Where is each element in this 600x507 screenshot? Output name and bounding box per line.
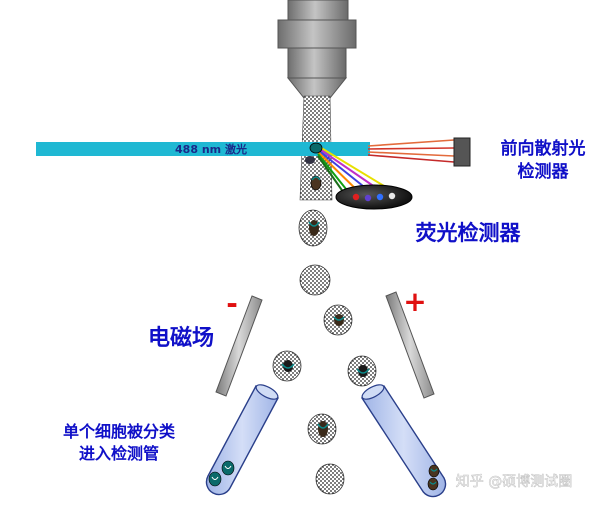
fluorescence-detector-lens — [335, 184, 413, 210]
positive-sign: + — [403, 285, 426, 318]
droplet — [315, 463, 345, 495]
forward-detector-box — [453, 137, 471, 167]
droplet — [272, 350, 302, 382]
collection-tube-right — [361, 384, 447, 498]
collection-tube-left — [205, 384, 279, 496]
forward-detector-label-1: 前向散射光 — [501, 138, 586, 159]
deflection-plate-right — [385, 291, 435, 399]
field-label: 电磁场 — [148, 325, 214, 351]
nozzle — [277, 0, 357, 99]
droplet — [347, 355, 377, 387]
deflection-plate-left — [215, 295, 263, 397]
droplet — [299, 264, 331, 296]
droplet — [307, 413, 337, 445]
negative-sign: - — [226, 287, 238, 320]
droplet — [298, 209, 328, 247]
forward-scatter-rays — [367, 139, 455, 163]
droplets — [272, 209, 377, 495]
tubes-label-2: 进入检测管 — [79, 444, 159, 463]
tubes-label-1: 单个细胞被分类 — [63, 422, 176, 441]
forward-detector-label-2: 检测器 — [518, 161, 570, 182]
cell-at-laser — [309, 142, 323, 154]
stream-cells — [305, 156, 322, 191]
watermark: 知乎 @硕博测试圈 — [456, 473, 572, 490]
laser-beam: 488 nm 激光 — [36, 142, 370, 156]
fluorescence-detector-label: 荧光检测器 — [416, 221, 522, 245]
laser-label: 488 nm 激光 — [175, 142, 247, 156]
droplet — [323, 304, 353, 336]
